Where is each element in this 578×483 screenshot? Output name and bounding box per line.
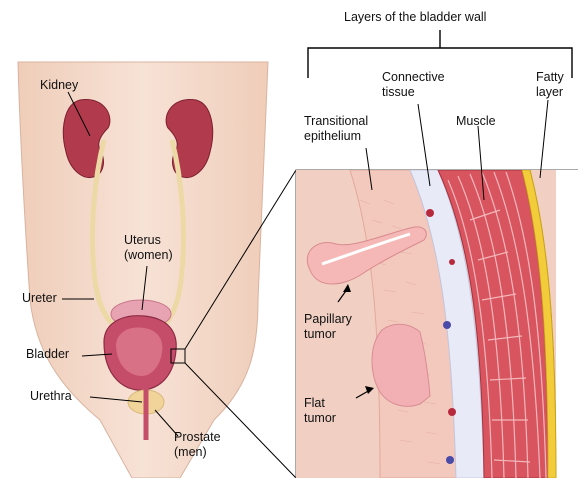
label-urethra: Urethra xyxy=(30,389,72,404)
label-flat: Flat tumor xyxy=(304,396,336,426)
label-transitional: Transitional epithelium xyxy=(304,114,368,144)
label-uterus: Uterus (women) xyxy=(124,233,173,263)
vessel-red-1 xyxy=(426,209,434,217)
vessel-blue-1 xyxy=(443,321,451,329)
label-connective: Connective tissue xyxy=(382,70,445,100)
torso-body xyxy=(18,62,268,478)
label-papillary: Papillary tumor xyxy=(304,312,352,342)
label-fatty: Fatty layer xyxy=(536,70,564,100)
vessel-blue-2 xyxy=(446,456,454,464)
vessel-red-2 xyxy=(449,259,455,265)
leader-fatty xyxy=(540,100,548,178)
vessel-red-3 xyxy=(448,408,456,416)
label-ureter: Ureter xyxy=(22,291,57,306)
outside-bladder xyxy=(556,170,578,478)
label-bladder: Bladder xyxy=(26,347,69,362)
layers-title: Layers of the bladder wall xyxy=(344,10,486,25)
label-kidney: Kidney xyxy=(40,78,78,93)
label-prostate: Prostate (men) xyxy=(174,430,221,460)
label-muscle: Muscle xyxy=(456,114,496,129)
